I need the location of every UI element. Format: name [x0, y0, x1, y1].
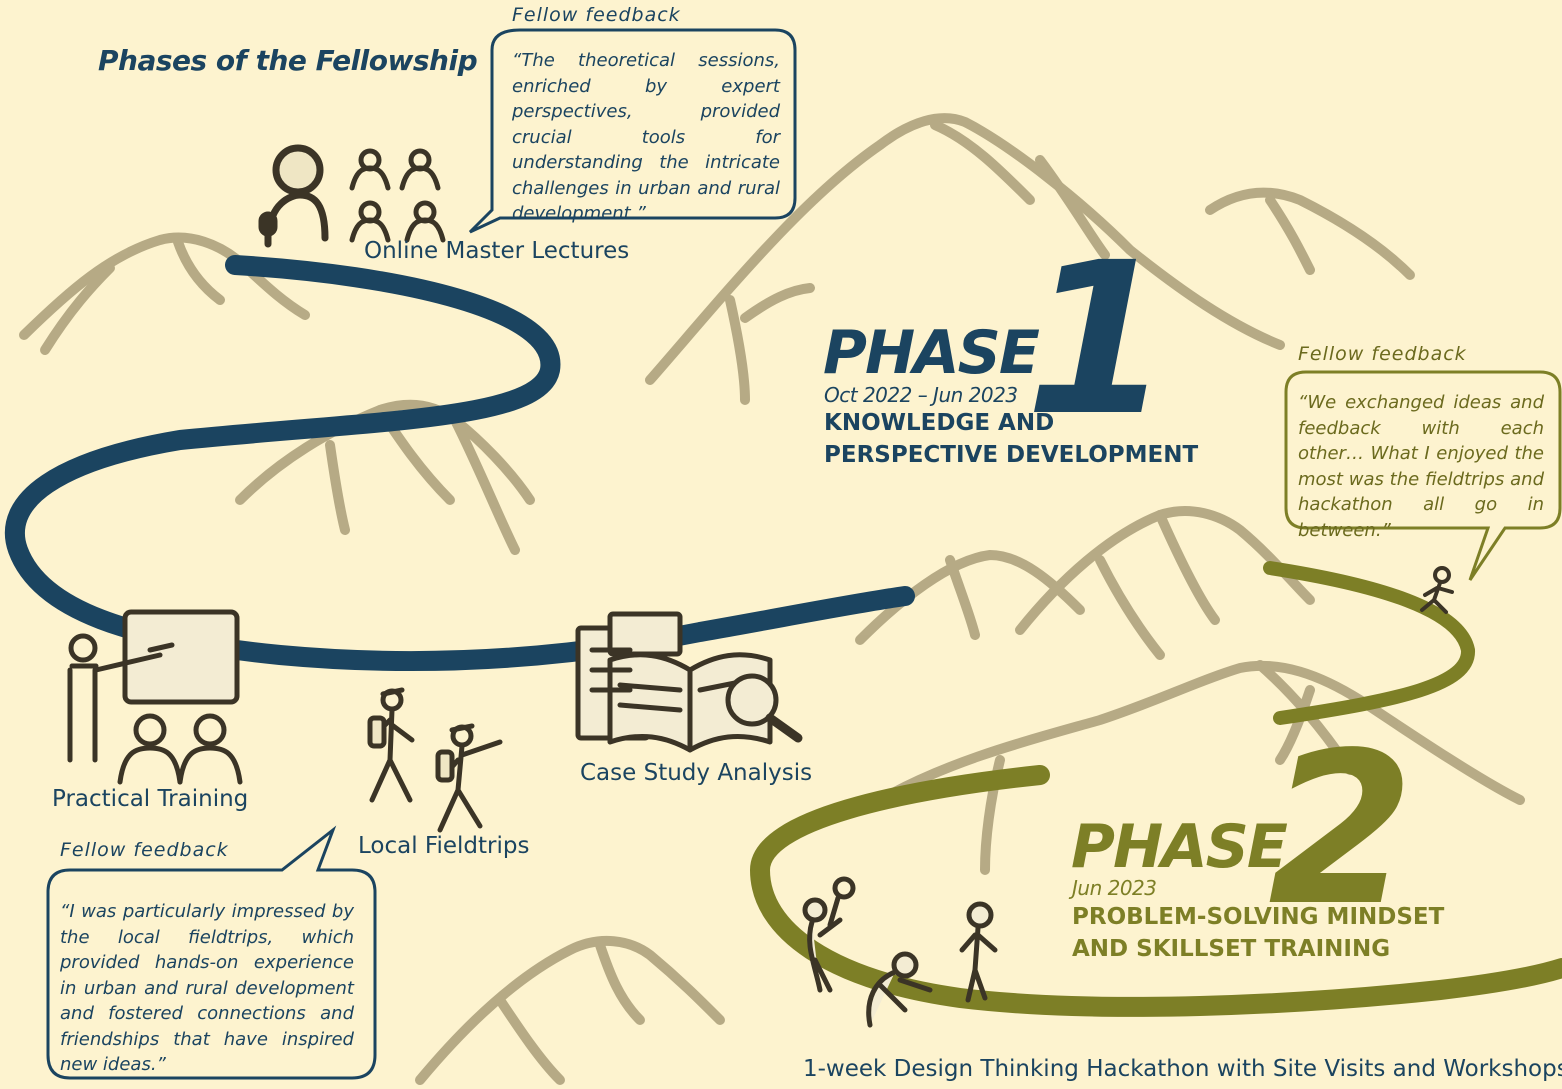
feedback-1-quote: “The theoretical sessions, enriched by e…	[512, 50, 780, 224]
speech-bubble-3	[46, 825, 377, 1080]
phase1-path	[4, 255, 915, 672]
label-local-fieldtrips: Local Fieldtrips	[358, 833, 530, 859]
audience-icon	[349, 148, 446, 243]
label-hackathon: 1-week Design Thinking Hackathon with Si…	[803, 1056, 1562, 1082]
label-case-study: Case Study Analysis	[580, 760, 813, 786]
feedback-3-label: Fellow feedback	[60, 839, 229, 861]
feedback-3-quote: “I was particularly impressed by the loc…	[60, 901, 354, 1075]
running-person-icon	[1420, 566, 1454, 614]
presenter-at-board-icon	[67, 609, 243, 785]
speech-bubble-1	[468, 28, 797, 234]
phase1-word: PHASE	[823, 318, 1040, 388]
documents-magnifier-icon	[575, 611, 803, 753]
phase1-desc-line2: PERSPECTIVE DEVELOPMENT	[824, 442, 1199, 468]
label-practical-training: Practical Training	[52, 786, 249, 812]
phase1-desc-line1: KNOWLEDGE AND	[824, 410, 1055, 436]
speaker-with-microphone-icon	[258, 144, 329, 248]
feedback-2-quote: “We exchanged ideas and feedback with ea…	[1298, 392, 1544, 541]
label-online-lectures: Online Master Lectures	[364, 238, 630, 264]
phase2-word: PHASE	[1071, 812, 1288, 882]
phase2-desc-line2: AND SKILLSET TRAINING	[1072, 936, 1391, 962]
phase1-number: 1	[1025, 217, 1172, 462]
phase2-desc-line1: PROBLEM-SOLVING MINDSET	[1072, 904, 1445, 930]
phase2-path	[1263, 561, 1475, 725]
phase2-number: 2	[1268, 707, 1415, 952]
phase1-description: KNOWLEDGE AND PERSPECTIVE DEVELOPMENT	[824, 407, 1198, 471]
team-activity-icon	[802, 876, 998, 1028]
page-title: Phases of the Fellowship	[98, 44, 478, 77]
phase1-date: Oct 2022 – Jun 2023	[824, 383, 1018, 407]
phase2-date: Jun 2023	[1072, 876, 1157, 900]
hikers-icon	[367, 687, 503, 833]
phase2-loop	[749, 765, 1562, 1017]
feedback-1-label: Fellow feedback	[512, 4, 681, 26]
feedback-2-label: Fellow feedback	[1298, 343, 1467, 365]
speech-bubble-2	[1284, 370, 1562, 581]
phase2-description: PROBLEM-SOLVING MINDSET AND SKILLSET TRA…	[1072, 901, 1444, 965]
